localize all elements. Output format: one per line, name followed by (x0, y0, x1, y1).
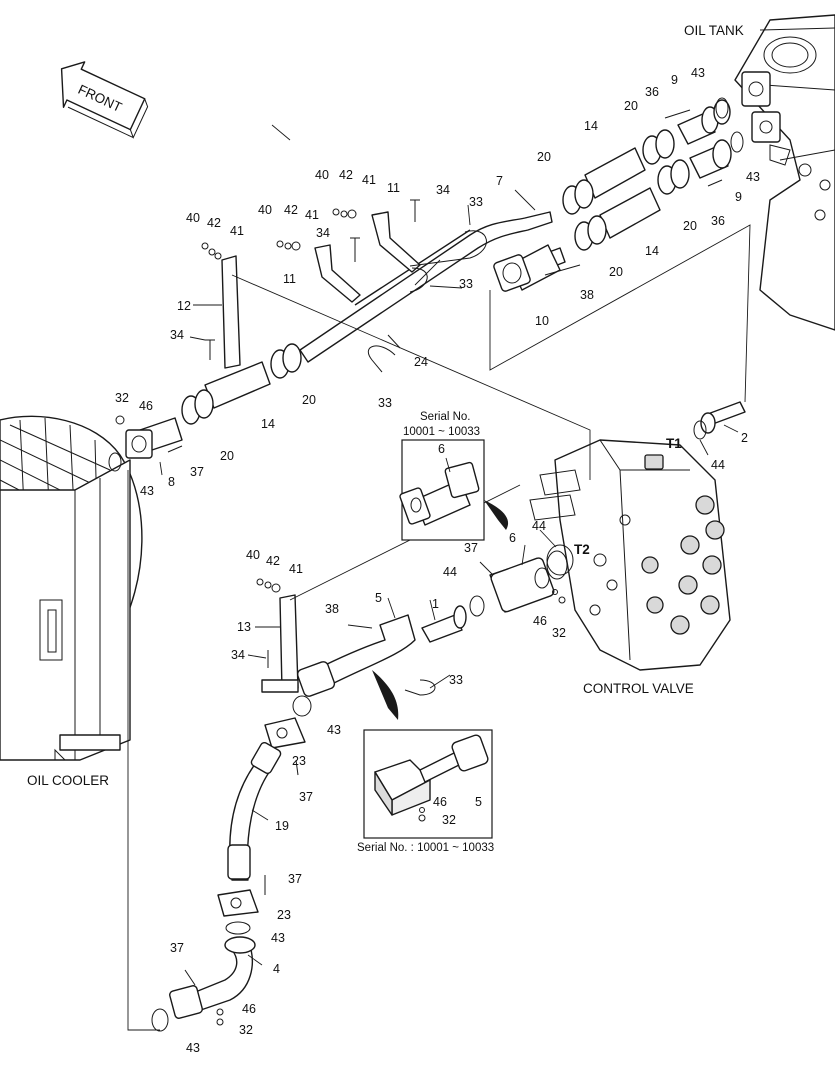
callout-5: 5 (375, 591, 382, 605)
callout-2: 2 (741, 431, 748, 445)
callout-20-c: 20 (683, 219, 697, 233)
inset-part-5-serial: Serial No. : 10001 ~ 10033 (357, 670, 494, 854)
callout-43-hose-bottom: 43 (271, 931, 285, 945)
callout-44-check: 44 (443, 565, 457, 579)
callout-33-c: 33 (378, 396, 392, 410)
callout-42-d: 42 (266, 554, 280, 568)
callout-20-f: 20 (220, 449, 234, 463)
callout-41-c: 41 (362, 173, 376, 187)
callout-46-cooler: 46 (139, 399, 153, 413)
callout-9-bottom: 9 (735, 190, 742, 204)
callout-43-tank-top: 43 (691, 66, 705, 80)
callout-40-a: 40 (186, 211, 200, 225)
inset-top-serial-range: 10001 ~ 10033 (403, 426, 480, 438)
callout-32-bottom: 32 (239, 1023, 253, 1037)
callout-46-inset: 46 (433, 795, 447, 809)
callout-20-b: 20 (537, 150, 551, 164)
callout-40-c: 40 (315, 168, 329, 182)
callout-24: 24 (414, 355, 428, 369)
callout-33-b: 33 (459, 277, 473, 291)
inset-bottom-serial: Serial No. : 10001 ~ 10033 (357, 842, 494, 854)
port-t2-label: T2 (574, 542, 590, 557)
callout-9-top: 9 (671, 73, 678, 87)
callout-32-inset: 32 (442, 813, 456, 827)
lower-return-line (151, 401, 746, 1032)
callout-42-c: 42 (339, 168, 353, 182)
port-t1-label: T1 (666, 436, 682, 451)
callout-34-c: 34 (170, 328, 184, 342)
callout-6: 6 (509, 531, 516, 545)
callout-46-bottom: 46 (242, 1002, 256, 1016)
callout-42-b: 42 (284, 203, 298, 217)
control-valve-label: CONTROL VALVE (583, 681, 694, 696)
callout-33-d: 33 (449, 673, 463, 687)
callout-32-cooler: 32 (115, 391, 129, 405)
oil-cooler: OIL COOLER (0, 415, 143, 788)
control-valve: CONTROL VALVE T1 T2 (529, 436, 731, 696)
callout-20-a: 20 (624, 99, 638, 113)
callout-7: 7 (496, 174, 503, 188)
callout-41-b: 41 (305, 208, 319, 222)
callout-37-e: 37 (170, 941, 184, 955)
front-direction-arrow: FRONT (60, 61, 149, 139)
callout-40-b: 40 (258, 203, 272, 217)
callout-43-tank-bottom: 43 (746, 170, 760, 184)
callout-14-right: 14 (645, 244, 659, 258)
callout-34-b: 34 (316, 226, 330, 240)
callout-20-d: 20 (609, 265, 623, 279)
callout-23-bottom: 23 (277, 908, 291, 922)
callout-38-top: 38 (580, 288, 594, 302)
callout-37-b: 37 (464, 541, 478, 555)
callout-33-a: 33 (469, 195, 483, 209)
oil-cooler-label: OIL COOLER (27, 773, 109, 788)
callout-11-top: 11 (387, 181, 400, 195)
callout-1: 1 (432, 597, 439, 611)
callout-37-a: 37 (190, 465, 204, 479)
callout-12: 12 (177, 299, 191, 313)
callout-43-hose-top: 43 (327, 723, 341, 737)
control-valve-spool-caps (641, 495, 725, 635)
upper-return-line (108, 97, 744, 472)
callout-44-t2: 44 (532, 519, 546, 533)
hose-clamps (181, 129, 690, 425)
callout-14-top: 14 (584, 119, 598, 133)
callout-36-bottom: 36 (711, 214, 725, 228)
callout-13: 13 (237, 620, 251, 634)
callout-8: 8 (168, 475, 175, 489)
callout-34-d: 34 (231, 648, 245, 662)
callout-leaders (159, 124, 739, 966)
callout-42-a: 42 (207, 216, 221, 230)
callout-19: 19 (275, 819, 289, 833)
callout-36-top: 36 (645, 85, 659, 99)
callout-38-bottom: 38 (325, 602, 339, 616)
callout-37-d: 37 (288, 872, 302, 886)
callout-41-d: 41 (289, 562, 303, 576)
callout-6-inset: 6 (438, 442, 445, 456)
inset-part-6-serial: Serial No. 10001 ~ 10033 (399, 411, 509, 541)
inset-top-serial-title: Serial No. (420, 411, 471, 423)
callout-32-valve: 32 (552, 626, 566, 640)
callout-46-valve: 46 (533, 614, 547, 628)
callout-43-cooler: 43 (140, 484, 154, 498)
callout-40-d: 40 (246, 548, 260, 562)
callout-34-a: 34 (436, 183, 450, 197)
callout-14-left: 14 (261, 417, 275, 431)
callout-41-a: 41 (230, 224, 244, 238)
oil-tank-label: OIL TANK (684, 23, 744, 38)
callout-23-top: 23 (292, 754, 306, 768)
callout-10: 10 (535, 314, 549, 328)
callout-37-c: 37 (299, 790, 313, 804)
callout-43-bottom: 43 (186, 1041, 200, 1055)
callout-4: 4 (273, 962, 280, 976)
callout-5-inset: 5 (475, 795, 482, 809)
oil-tank: OIL TANK (684, 14, 835, 331)
callout-44-t1: 44 (711, 458, 725, 472)
callout-11-bottom: 11 (283, 272, 296, 286)
callout-20-e: 20 (302, 393, 316, 407)
callout-numbers: 1 2 4 5 5 6 6 7 8 9 9 10 11 11 12 13 14 … (115, 66, 760, 1055)
